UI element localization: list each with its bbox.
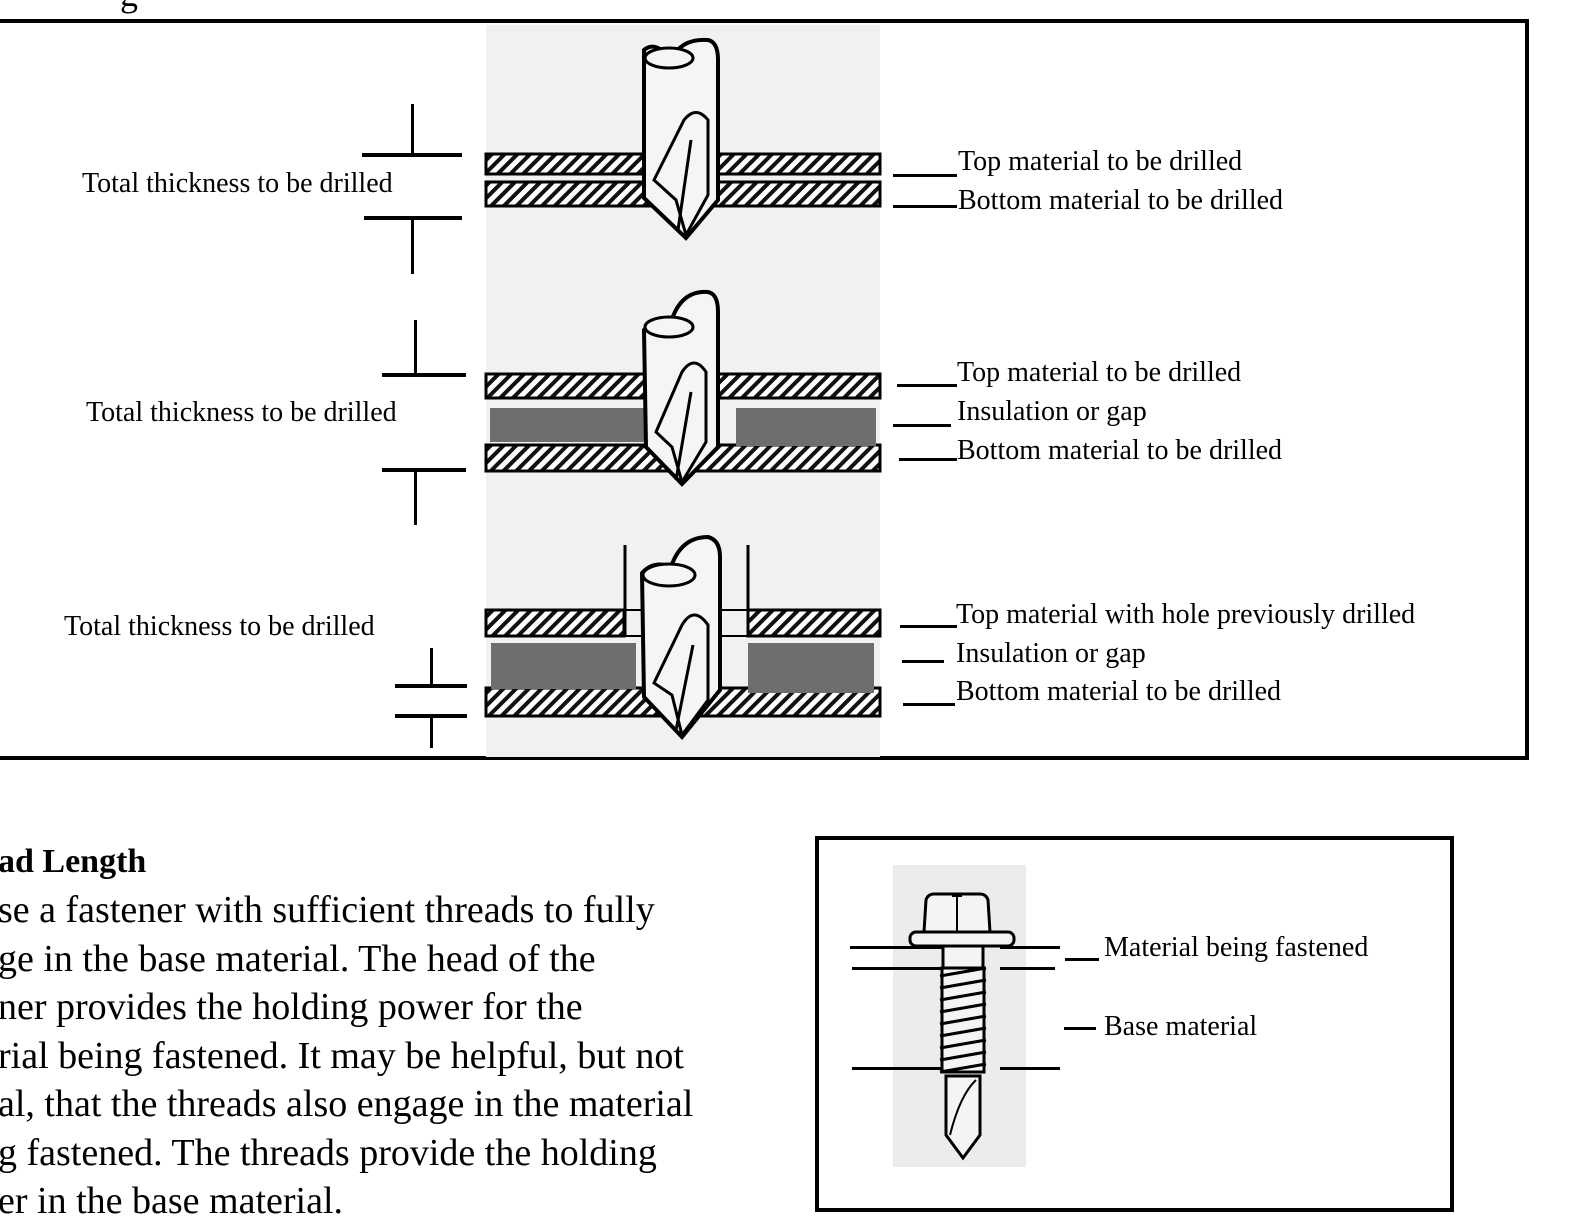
callout-bottom-material: Bottom material to be drilled bbox=[958, 185, 1284, 216]
callout-top-material: Top material to be drilled bbox=[957, 357, 1242, 388]
drill-bit-icon bbox=[642, 37, 720, 241]
drill-illustration-3 bbox=[484, 534, 882, 741]
callout-leader bbox=[1065, 958, 1099, 961]
paragraph-line: g fastened. The threads provide the hold… bbox=[0, 1131, 657, 1174]
callout-top-material-predrilled: Top material with hole previously drille… bbox=[956, 599, 1416, 630]
callout-leader bbox=[902, 660, 944, 663]
callout-material-being-fastened: Material being fastened bbox=[1104, 932, 1369, 963]
material-line-mid-left bbox=[852, 967, 942, 970]
callout-leader bbox=[893, 174, 957, 177]
paragraph-line: ner provides the holding power for the bbox=[0, 986, 583, 1028]
dimension-line-top bbox=[382, 373, 466, 377]
material-line-top-left bbox=[850, 946, 943, 949]
drill-illustration-2 bbox=[484, 289, 882, 487]
dimension-label: Total thickness to be drilled bbox=[86, 397, 397, 428]
paragraph-line: er in the base material. bbox=[0, 1180, 344, 1222]
material-line-bottom-left bbox=[852, 1067, 942, 1070]
material-line-mid-right bbox=[1000, 967, 1055, 970]
dimension-line-top bbox=[362, 153, 462, 157]
top-material-layer-right bbox=[746, 608, 882, 638]
insulation-right bbox=[736, 408, 876, 446]
top-material-layer-left bbox=[484, 608, 626, 638]
callout-leader bbox=[1064, 1027, 1096, 1030]
callout-leader bbox=[900, 625, 957, 628]
paragraph-line: se a fastener with sufficient threads to… bbox=[0, 889, 655, 931]
self-drilling-screw-icon bbox=[908, 892, 1016, 1161]
callout-leader bbox=[903, 703, 955, 706]
section-title: ad Length bbox=[0, 843, 147, 880]
paragraph-line: ge in the base material. The head of the bbox=[0, 937, 596, 980]
dimension-tick bbox=[411, 104, 414, 156]
dimension-tick bbox=[411, 218, 414, 274]
dimension-tick bbox=[414, 470, 417, 525]
heading-fragment: g bbox=[120, 0, 138, 14]
insulation-right bbox=[748, 643, 874, 693]
paragraph-line: al, that the threads also engage in the … bbox=[0, 1083, 694, 1125]
callout-leader bbox=[897, 384, 957, 387]
dimension-label: Total thickness to be drilled bbox=[64, 611, 375, 642]
callout-base-material: Base material bbox=[1104, 1011, 1258, 1042]
insulation-left bbox=[491, 643, 636, 689]
callout-top-material: Top material to be drilled bbox=[958, 146, 1243, 177]
section-paragraph: se a fastener with sufficient threads to… bbox=[0, 886, 788, 1226]
callout-bottom-material: Bottom material to be drilled bbox=[957, 435, 1283, 466]
callout-bottom-material: Bottom material to be drilled bbox=[956, 676, 1282, 707]
drill-illustration-1 bbox=[484, 37, 882, 241]
callout-leader bbox=[899, 458, 957, 461]
dimension-tick bbox=[414, 320, 417, 375]
insulation-left bbox=[490, 408, 650, 442]
paragraph-line: rial being fastened. It may be helpful, … bbox=[0, 1034, 684, 1077]
screw-figure-frame bbox=[815, 836, 1454, 1212]
callout-insulation: Insulation or gap bbox=[957, 396, 1147, 427]
material-line-bottom-right bbox=[1000, 1067, 1060, 1070]
dimension-line-bottom bbox=[382, 468, 466, 472]
dimension-line-top bbox=[395, 684, 467, 688]
dimension-tick bbox=[430, 716, 433, 748]
dimension-tick bbox=[430, 648, 433, 686]
callout-leader bbox=[893, 205, 957, 208]
drilling-figure-frame bbox=[0, 19, 1529, 760]
drill-bit-icon bbox=[641, 289, 720, 487]
dimension-label: Total thickness to be drilled bbox=[82, 168, 393, 199]
callout-insulation: Insulation or gap bbox=[956, 638, 1146, 669]
material-line-top-right bbox=[1000, 946, 1060, 949]
drill-bit-icon bbox=[639, 534, 722, 741]
callout-leader bbox=[893, 424, 951, 427]
